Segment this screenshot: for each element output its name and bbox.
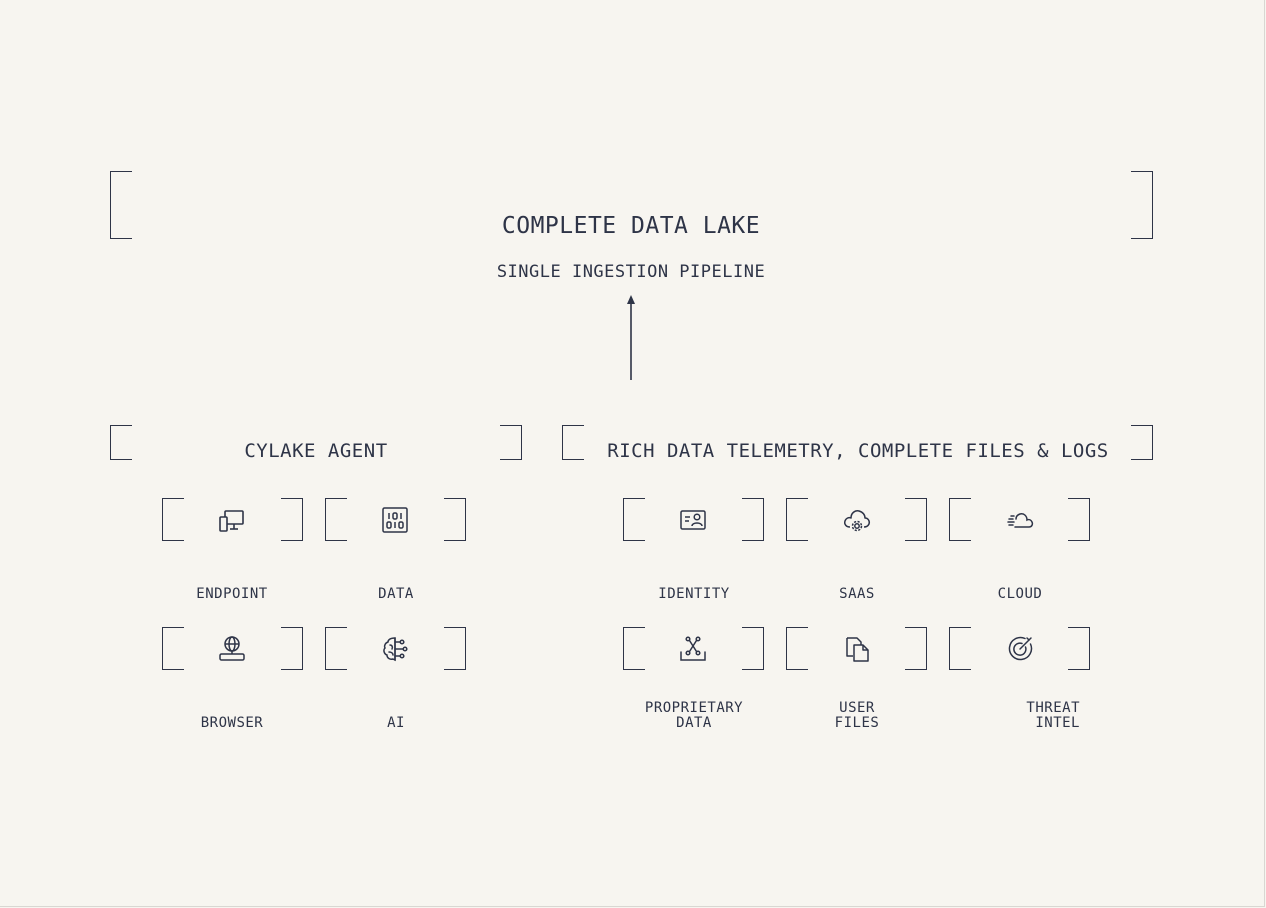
user-files-label: USER FILES: [834, 700, 880, 731]
ai-label: AI: [387, 715, 405, 731]
ai-card-bracket-right: [444, 627, 466, 670]
proprietary-card-bracket-right: [742, 627, 764, 670]
lake-subtitle: SINGLE INGESTION PIPELINE: [496, 262, 766, 282]
agent-title: CYLAKE AGENT: [244, 440, 388, 462]
telemetry-title: RICH DATA TELEMETRY, COMPLETE FILES & LO…: [607, 440, 1109, 462]
user-files-icon: [842, 634, 872, 664]
threat-intel-card-bracket-left: [949, 627, 971, 670]
saas-card-bracket-left: [786, 498, 808, 541]
threat-intel-card-bracket-right: [1068, 627, 1090, 670]
cloud-icon: [1005, 505, 1035, 535]
telemetry-bracket-left: [562, 425, 584, 460]
data-card-bracket-left: [325, 498, 347, 541]
proprietary-data-icon: [678, 634, 708, 664]
lake-title: COMPLETE DATA LAKE: [501, 213, 761, 239]
proprietary-card-bracket-left: [623, 627, 645, 670]
lake-bracket-left: [110, 171, 132, 239]
endpoint-card-bracket-right: [281, 498, 303, 541]
cloud-card-bracket-right: [1068, 498, 1090, 541]
endpoint-label: ENDPOINT: [196, 586, 268, 602]
cloud-label: CLOUD: [997, 586, 1043, 602]
browser-globe-icon: [217, 634, 247, 664]
agent-bracket-right: [500, 425, 522, 460]
threat-target-icon: [1005, 634, 1035, 664]
ingestion-arrow: [627, 295, 635, 380]
endpoint-icon: [217, 505, 247, 535]
ai-brain-icon: [380, 634, 410, 664]
browser-card-bracket-left: [162, 627, 184, 670]
saas-cloud-gear-icon: [842, 505, 872, 535]
ai-card-bracket-left: [325, 627, 347, 670]
identity-label: IDENTITY: [658, 586, 730, 602]
telemetry-bracket-right: [1131, 425, 1153, 460]
proprietary-data-label: PROPRIETARY DATA: [644, 700, 744, 731]
identity-card-bracket-right: [742, 498, 764, 541]
user-files-card-bracket-left: [786, 627, 808, 670]
browser-label: BROWSER: [200, 715, 264, 731]
identity-card-icon: [678, 505, 708, 535]
endpoint-card-bracket-left: [162, 498, 184, 541]
user-files-card-bracket-right: [905, 627, 927, 670]
saas-label: SAAS: [839, 586, 875, 602]
saas-card-bracket-right: [905, 498, 927, 541]
identity-card-bracket-left: [623, 498, 645, 541]
agent-bracket-left: [110, 425, 132, 460]
data-card-bracket-right: [444, 498, 466, 541]
data-label: DATA: [378, 586, 414, 602]
lake-bracket-right: [1131, 171, 1153, 239]
cloud-card-bracket-left: [949, 498, 971, 541]
threat-intel-label: THREAT INTEL: [1026, 700, 1080, 731]
browser-card-bracket-right: [281, 627, 303, 670]
binary-data-icon: [380, 505, 410, 535]
